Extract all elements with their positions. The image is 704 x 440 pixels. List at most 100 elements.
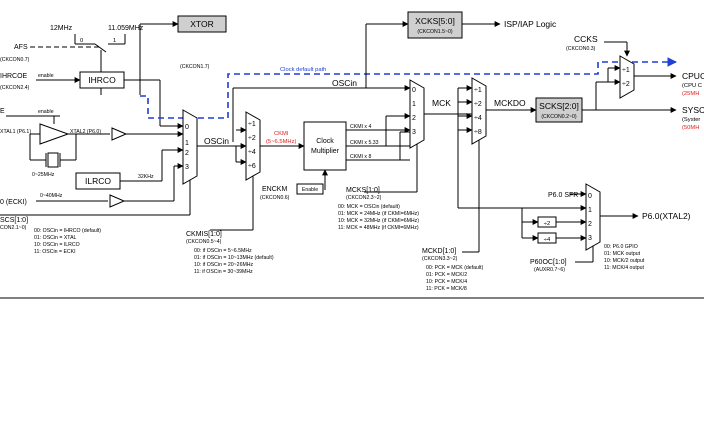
mck-label: MCK [432,98,451,108]
mckd-opt-3: 11: PCK = MCK/8 [426,286,467,292]
encmk-reg: (CKCON0.6) [260,195,290,201]
oscin-label: OSCin [204,136,229,146]
xtal2-label: XTAL2 (P6.0) [70,129,101,135]
mckd-div-4: ÷4 [474,115,482,122]
mcks-opt-3: 11: MCK = 48MHz (if CKMI=6MHz) [338,225,419,231]
mcks-label: MCKS[1:0] [346,187,380,194]
range-25: 0~25MHz [32,172,55,178]
ckmi-div-1: ÷1 [248,121,256,128]
oscin-top-label: OSCin [332,78,357,88]
p60oc-opt-1: 01: MCK output [604,251,641,257]
default-path-label: Clock default path [280,67,326,73]
top-freq-select: 12MHz 11.059MHz 0 1 XTOR [50,15,227,95]
scs-opt-0: 00: OSCin = IHRCO (default) [34,228,101,234]
ckmis-reg: (CKCON0.5~4) [186,239,222,245]
xtal1-label: XTAL1 (P6.1) [0,129,31,135]
k32-label: 32KHz [138,174,154,180]
encmk-label: ENCKM [262,186,287,193]
p60-in-1: 1 [588,207,592,214]
ccks-label: CCKS [574,34,598,44]
p60oc-opt-2: 10: MCK/2 output [604,258,645,264]
mcks-in-2: 2 [412,115,416,122]
label-11mhz: 11.059MHz [108,25,144,32]
xcks-label: XCKS[5:0] [415,16,455,26]
mcks-in-1: 1 [412,101,416,108]
scs-opt-2: 10: OSCin = ILRCO [34,242,80,248]
sw-label-0: 0 [80,38,83,44]
xtal-block: E enable XTAL1 (P6.1) XTAL2 (P6.0) 0~25M… [0,108,184,178]
enable-label-2: enable [38,109,54,115]
switch-blade [94,43,107,53]
ccks-block: CCKS (CKCON0.3) ÷1 ÷2 CPUC (CPU C (25MH [566,34,704,99]
enable-label-3: Enable [302,187,318,193]
mcks-mux: 0 1 2 3 MCKS[1:0] (CKCON2.3~2) 00: MCK =… [338,79,473,231]
ccks-div-2: ÷2 [622,81,630,88]
multiplier-line2: Multiplier [311,148,340,155]
mcks-opt-0: 00: MCK = OSCin (default) [338,204,400,210]
sysc-label: SYSC [682,105,704,115]
p60-in-0: 0 [588,193,592,200]
mckd-mux: ÷1 ÷2 ÷4 ÷8 MCKD[1:0] (CKCON3.3~2) 00: P… [422,77,537,292]
ecki-buffer [109,194,126,208]
ckcon17-label: (CKCON1.7) [180,64,210,70]
mckdo-label: MCKDO [494,98,526,108]
ckmi-red-range: (5~6.5MHz) [266,139,297,145]
scs-mux-shape [182,109,198,185]
scs-mux: 0 1 2 3 SCS[1:0] CON2.1~0) 00: OSCin = I… [0,109,247,255]
afs-label: AFS [14,44,28,51]
e-label: E [0,108,5,115]
scks-block: SCKS[2:0] (CKCON0.2~0) SYSC (Syster (50M… [535,65,704,131]
ccks-mux-shape [619,55,635,99]
mckd-opt-2: 10: PCK = MCK/4 [426,279,467,285]
mcks-opt-1: 01: MCK = 24MHz (if CKMI=6MHz) [338,211,419,217]
isp-label: ISP/IAP Logic [504,19,557,29]
p60-in-3: 3 [588,235,592,242]
crystal [47,152,59,168]
mckd-div-8: ÷8 [474,129,482,136]
oscin-top: OSCin XCKS[5:0] (CKCON1.5~0) ISP/IAP Log… [232,11,557,142]
mckd-reg: (CKCON3.3~2) [422,256,458,262]
cpu-freq: (25MH [682,91,699,97]
p60oc-opt-0: 00: P6.0 GPIO [604,244,638,250]
ilrco-label: ILRCO [85,176,111,186]
scs-reg: CON2.1~0) [0,225,27,231]
ecki-block: 0 (ECKI) 0~40MHz [0,163,184,208]
ckmi-x8: CKMI x 8 [350,154,371,160]
ckmi-div-2: ÷2 [248,135,256,142]
scs-in-0: 0 [185,124,189,131]
scks-reg: (CKCON0.2~0) [541,114,577,120]
mckd-mux-shape [471,77,487,145]
ihrco-label: IHRCO [88,75,116,85]
p60oc-opt-3: 11: MCK/4 output [604,265,645,271]
mckd-label: MCKD[1:0] [422,248,456,255]
ckmi-div-4: ÷4 [248,149,256,156]
p60oc-label: P60OC[1:0] [530,259,567,266]
ckmis-label: CKMIS[1:0] [186,231,222,238]
scs-in-1: 1 [185,140,189,147]
div2-label: ÷2 [544,221,550,227]
p60oc-reg: (AUXR0.7~6) [534,267,565,273]
scs-in-2: 2 [185,150,189,157]
p60-in-2: 2 [588,221,592,228]
mcks-in-0: 0 [412,87,416,94]
ckmi-div-6: ÷6 [248,163,256,170]
ccks-reg: (CKCON0.3) [566,46,596,52]
ccks-div-1: ÷1 [622,67,630,74]
ckmis-opt-0: 00: if OSCin = 5~6.5MHz [194,248,252,254]
scs-opt-1: 01: OSCin = XTAL [34,235,77,241]
default-path: Clock default path [140,57,677,119]
default-path-line [140,57,677,119]
sys-freq: (50MH [682,125,699,131]
ihrcoe-reg: (CKCON2.4) [0,85,30,91]
p60-block: P6.0 SFR ÷2 ÷4 0 1 2 3 P6.0(XTAL2) P60OC… [458,183,691,273]
ecki-label: 0 (ECKI) [0,199,27,206]
sw-label-1: 1 [113,38,116,44]
afs-reg: (CKCON0.7) [0,57,30,63]
xtal-buffer [111,127,128,141]
scks-label: SCKS[2:0] [539,101,579,111]
mcks-reg: (CKCON2.3~2) [346,195,382,201]
mcks-opt-2: 10: MCK = 32MHz (if CKMI=6MHz) [338,218,419,224]
ckmi-divider: ÷1 ÷2 ÷4 ÷6 CKMIS[1:0] (CKCON0.5~4) 00: … [186,111,305,275]
